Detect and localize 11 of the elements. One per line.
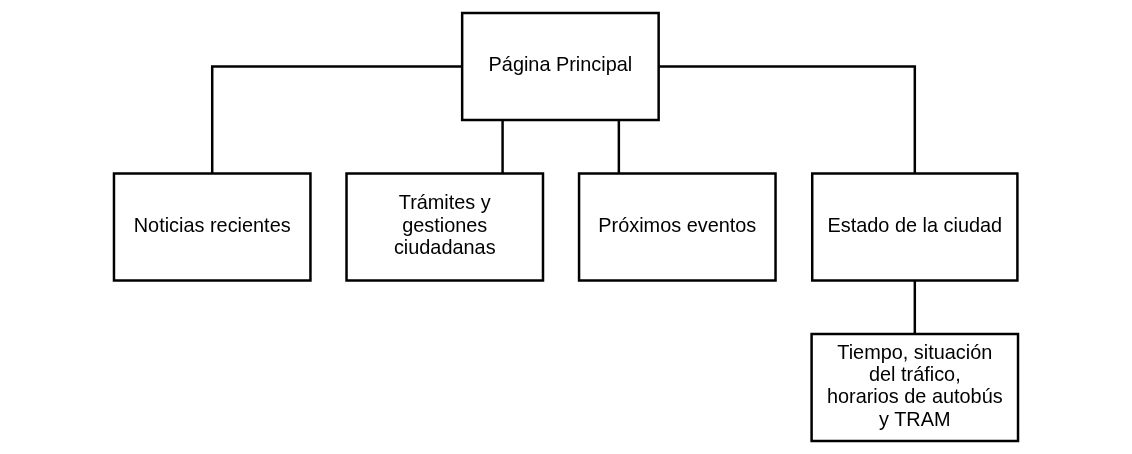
connector bbox=[617, 120, 621, 173]
node-box: Trámites y gestiones ciudadanas bbox=[345, 172, 545, 282]
connector bbox=[913, 280, 917, 334]
connector bbox=[210, 65, 463, 174]
node-box: Próximos eventos bbox=[577, 172, 777, 282]
connector bbox=[501, 120, 504, 173]
node-box: Tiempo, situación del tráfico, horarios de autobús y TRAM bbox=[810, 332, 1020, 443]
connector bbox=[658, 65, 917, 174]
node-box: Estado de la ciudad bbox=[810, 172, 1019, 282]
node-box: Noticias recientes bbox=[112, 172, 312, 282]
node-box: Página Principal bbox=[460, 11, 660, 122]
